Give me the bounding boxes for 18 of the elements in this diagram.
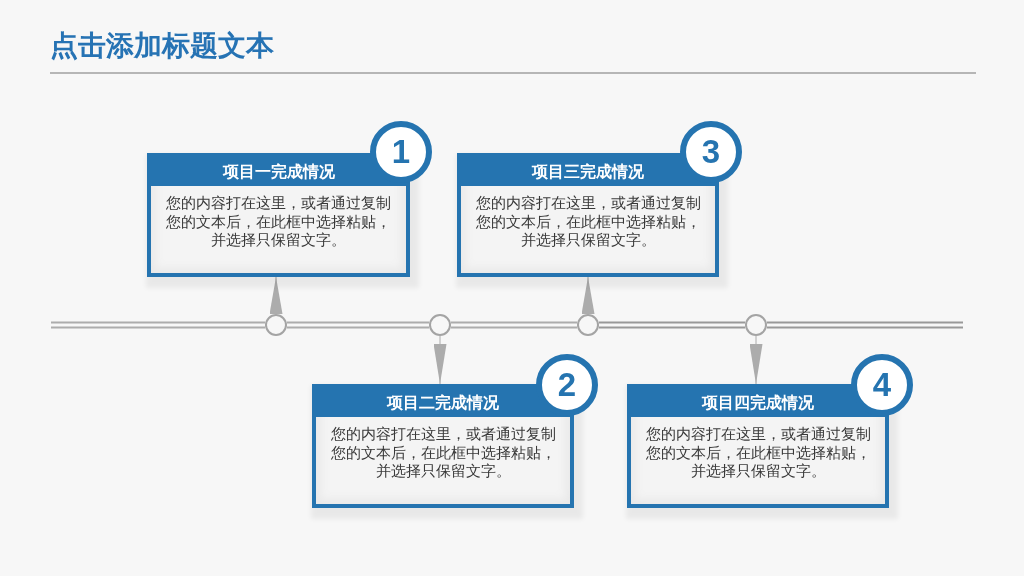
pointer-arrow xyxy=(749,335,763,385)
timeline-line xyxy=(450,321,578,329)
timeline-marker xyxy=(577,314,599,336)
card-text: 您的内容打在这里，或者通过复制您的文本后，在此框中选择粘贴，并选择只保留文字。 xyxy=(474,194,702,250)
card-text: 您的内容打在这里，或者通过复制您的文本后，在此框中选择粘贴，并选择只保留文字。 xyxy=(329,425,557,481)
timeline-line xyxy=(766,321,964,329)
timeline-marker xyxy=(429,314,451,336)
timeline-marker xyxy=(745,314,767,336)
timeline-marker xyxy=(265,314,287,336)
timeline-line xyxy=(598,321,746,329)
card-text: 您的内容打在这里，或者通过复制您的文本后，在此框中选择粘贴，并选择只保留文字。 xyxy=(644,425,872,481)
slide-title: 点击添加标题文本 xyxy=(50,29,274,63)
timeline-line xyxy=(286,321,430,329)
card-text: 您的内容打在这里，或者通过复制您的文本后，在此框中选择粘贴，并选择只保留文字。 xyxy=(165,194,392,250)
pointer-arrow xyxy=(433,335,447,385)
pointer-arrow xyxy=(269,276,283,315)
pointer-arrow xyxy=(581,276,595,315)
timeline-line xyxy=(50,321,266,329)
